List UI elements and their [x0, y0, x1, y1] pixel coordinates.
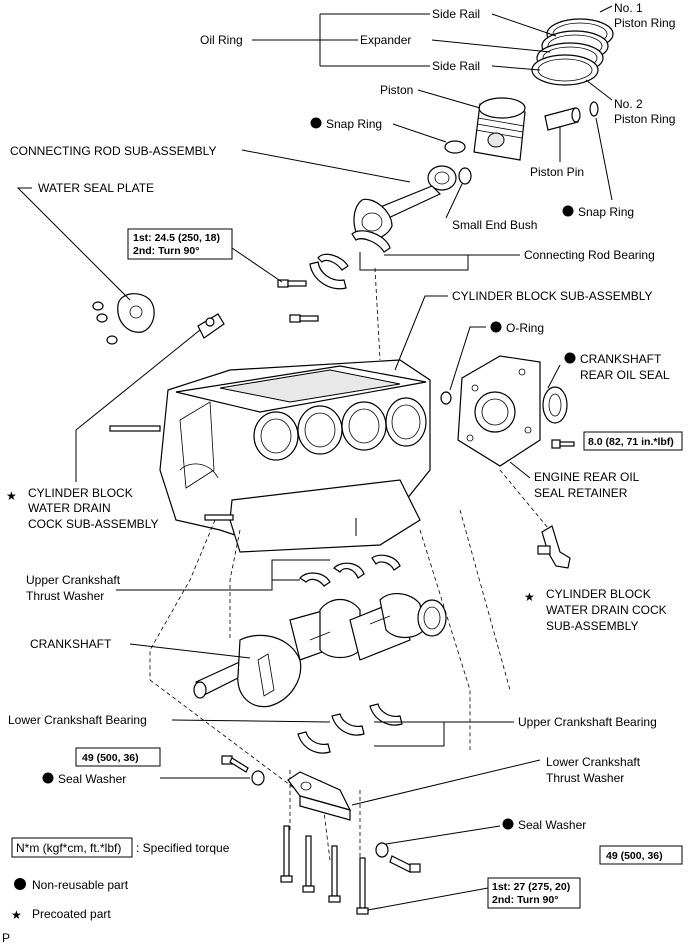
small-end-bush: [458, 167, 472, 185]
ring-leaders: [252, 5, 613, 101]
non-reusable-mark: [490, 321, 502, 333]
legend-unit-text: N*m (kgf*cm, ft.*lbf): [16, 841, 121, 855]
connecting-rod: [353, 165, 457, 240]
retainer-bolt: [551, 439, 575, 449]
non-reusable-mark: [310, 117, 322, 129]
legend-unit-box: [11, 837, 133, 858]
label-small-end-bush: Small End Bush: [452, 218, 537, 232]
label-seal-washer-right: Seal Washer: [518, 818, 586, 832]
label-upper-thrust-a: Upper Crankshaft: [26, 573, 121, 587]
legend-non-reusable: Non-reusable part: [32, 878, 129, 892]
conrod-bolt-lower: [289, 314, 319, 323]
label-lower-thrust-b: Thrust Washer: [546, 771, 624, 785]
snap-ring-right: [589, 101, 599, 117]
torque-bolt-left: 49 (500, 36): [82, 752, 139, 764]
label-conrod-bearing: Connecting Rod Bearing: [524, 248, 655, 262]
legend-non-reusable-icon: [14, 878, 26, 890]
label-rear-retainer-b: SEAL RETAINER: [534, 486, 628, 500]
torque-main-2: 2nd: Turn 90°: [492, 894, 558, 906]
torque-box-main: [487, 877, 581, 909]
legend-precoated-icon: ★: [11, 908, 22, 922]
label-drain-cock-left-c: COCK SUB-ASSEMBLY: [28, 517, 158, 531]
water-seal-plate: [92, 293, 155, 345]
label-oil-ring: Oil Ring: [200, 33, 243, 47]
label-water-seal-plate: WATER SEAL PLATE: [38, 181, 154, 195]
drain-cock-right: [537, 525, 571, 569]
label-snap-ring-right: Snap Ring: [578, 205, 634, 219]
legend-unit-desc: : Specified torque: [136, 841, 230, 855]
label-connecting-rod: CONNECTING ROD SUB-ASSEMBLY: [10, 144, 216, 158]
label-no2-ring-a: No. 2: [614, 97, 643, 111]
torque-box-bolt-left: [75, 747, 161, 767]
torque-retainer: 8.0 (82, 71 in.*lbf): [588, 436, 674, 448]
torque-box-bolt-right: [599, 845, 683, 865]
conrod-bolt-upper: [277, 279, 307, 288]
torque-conrod-2: 2nd: Turn 90°: [133, 245, 199, 257]
label-drain-cock-left-b: WATER DRAIN: [28, 501, 111, 515]
non-reusable-mark: [564, 352, 576, 364]
cylinder-block: [109, 359, 431, 553]
non-reusable-mark: [42, 772, 54, 784]
label-side-rail-top: Side Rail: [432, 7, 480, 21]
label-seal-washer-left: Seal Washer: [58, 772, 126, 786]
label-upper-thrust-b: Thrust Washer: [26, 589, 104, 603]
main-bearing-cap: [287, 771, 352, 821]
torque-box-conrod: [127, 228, 233, 260]
legend-precoated: Precoated part: [32, 907, 111, 921]
label-lower-bearing: Lower Crankshaft Bearing: [8, 713, 147, 727]
snap-ring-left: [444, 140, 466, 154]
rear-oil-seal-retainer: [457, 355, 541, 467]
non-reusable-mark: [502, 818, 514, 830]
label-crank-rear-seal-b: REAR OIL SEAL: [580, 368, 670, 382]
label-crank-rear-seal-a: CRANKSHAFT: [580, 352, 662, 366]
label-drain-cock-right-c: SUB-ASSEMBLY: [546, 619, 638, 633]
piston: [473, 97, 526, 161]
label-expander: Expander: [360, 33, 411, 47]
crankshaft-rear-oil-seal: [542, 386, 568, 424]
torque-box-retainer: [583, 431, 683, 451]
upper-thrust-washers: [299, 554, 401, 587]
label-drain-cock-left-a: CYLINDER BLOCK: [28, 486, 133, 500]
precoated-star-right: ★: [524, 590, 535, 604]
label-rear-retainer-a: ENGINE REAR OIL: [534, 470, 640, 484]
label-crankshaft: CRANKSHAFT: [30, 637, 112, 651]
label-side-rail-bottom: Side Rail: [432, 59, 480, 73]
label-piston: Piston: [380, 83, 413, 97]
precoated-star-left: ★: [6, 489, 17, 503]
label-snap-ring-left: Snap Ring: [326, 117, 382, 131]
label-lower-thrust-a: Lower Crankshaft: [546, 755, 641, 769]
label-cylinder-block: CYLINDER BLOCK SUB-ASSEMBLY: [452, 289, 653, 303]
piston-pin: [544, 107, 581, 131]
torque-main-1: 1st: 27 (275, 20): [492, 881, 570, 893]
alignment-dashes: [149, 267, 511, 880]
label-no1-ring-a: No. 1: [614, 1, 643, 15]
torque-conrod-1: 1st: 24.5 (250, 18): [133, 232, 220, 244]
label-no1-ring-b: Piston Ring: [614, 16, 675, 30]
label-piston-pin: Piston Pin: [530, 165, 584, 179]
footer-code: P: [2, 931, 10, 945]
non-reusable-mark: [562, 205, 574, 217]
torque-bolt-right: 49 (500, 36): [606, 850, 663, 862]
crankshaft: [193, 593, 447, 708]
main-bolts: [280, 825, 369, 915]
o-ring: [440, 391, 452, 405]
drain-cock-left: [197, 313, 225, 339]
label-no2-ring-b: Piston Ring: [614, 112, 675, 126]
label-drain-cock-right-a: CYLINDER BLOCK: [546, 587, 651, 601]
label-o-ring: O-Ring: [506, 321, 544, 335]
conrod-bearings: [309, 230, 391, 290]
label-upper-bearing: Upper Crankshaft Bearing: [518, 715, 657, 729]
lower-crankshaft-bearings: [297, 703, 403, 754]
label-drain-cock-right-b: WATER DRAIN COCK: [546, 603, 667, 617]
piston-rings: [531, 18, 614, 86]
side-bolt-right: [375, 842, 421, 873]
side-bolt-left: [221, 755, 265, 786]
